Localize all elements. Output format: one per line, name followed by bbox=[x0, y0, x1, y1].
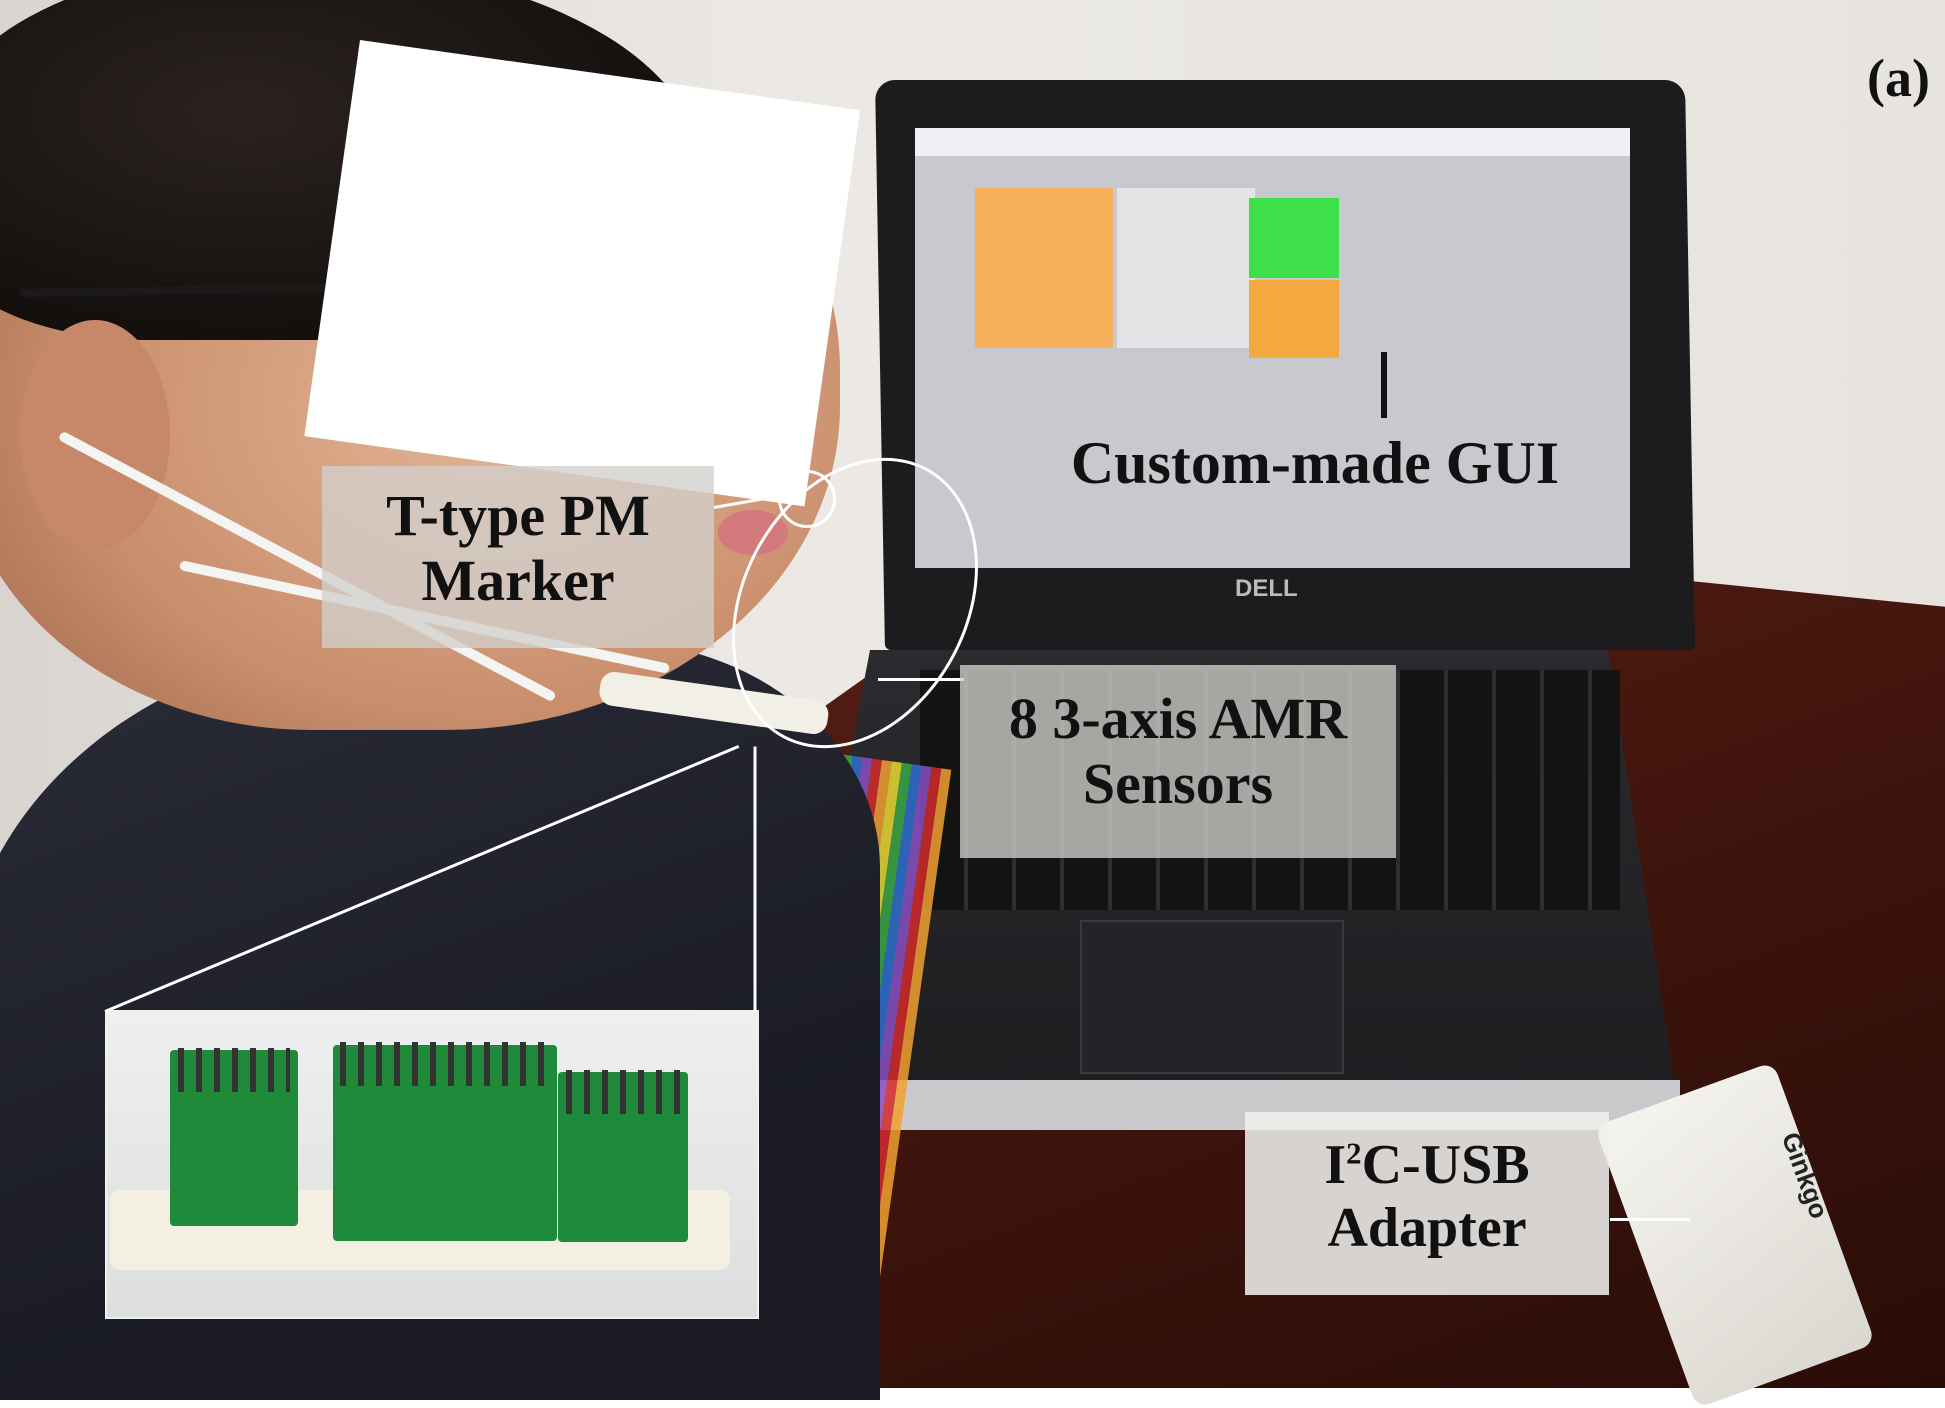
laptop-brand-logo: DELL bbox=[1235, 575, 1298, 602]
gui-panel-calibration bbox=[975, 188, 1113, 348]
usb-adapter-callout: I2C-USB Adapter bbox=[1245, 1112, 1609, 1295]
usb-adapter-label-line1: I2C-USB bbox=[1324, 1134, 1530, 1196]
pcb-pin-header-left bbox=[178, 1048, 290, 1092]
person-ear bbox=[20, 320, 170, 550]
marker-highlight-ellipse bbox=[778, 470, 836, 528]
gui-callout-label: Custom-made GUI bbox=[1070, 430, 1560, 496]
pm-marker-label-line2: Marker bbox=[421, 547, 615, 613]
gui-panel-measurements bbox=[1117, 188, 1255, 348]
amr-sensors-label-line1: 8 3-axis AMR bbox=[1008, 686, 1348, 751]
pm-marker-label-line1: T-type PM bbox=[386, 483, 650, 548]
inset-zoom-line-right bbox=[753, 746, 757, 1012]
pcb-pin-header-right bbox=[566, 1070, 682, 1114]
amr-sensors-label-line2: Sensors bbox=[1082, 750, 1274, 816]
person-tongue bbox=[718, 510, 788, 555]
gui-panel-settings bbox=[1249, 280, 1339, 358]
gui-panel-status bbox=[1249, 198, 1339, 278]
usb-adapter-label-line2: Adapter bbox=[1327, 1196, 1527, 1259]
panel-letter: (a) bbox=[1867, 48, 1930, 108]
sensor-leader-line bbox=[878, 678, 964, 681]
pm-marker-callout: T-type PM Marker bbox=[322, 466, 714, 648]
pcb-pin-header-center bbox=[340, 1042, 552, 1086]
amr-sensors-callout: 8 3-axis AMR Sensors bbox=[960, 665, 1396, 858]
gui-title-bar bbox=[915, 128, 1630, 156]
gui-leader-tick bbox=[1381, 352, 1387, 418]
laptop-touchpad bbox=[1080, 920, 1344, 1074]
privacy-eye-mask bbox=[304, 40, 861, 507]
adapter-leader-line bbox=[1610, 1218, 1690, 1221]
